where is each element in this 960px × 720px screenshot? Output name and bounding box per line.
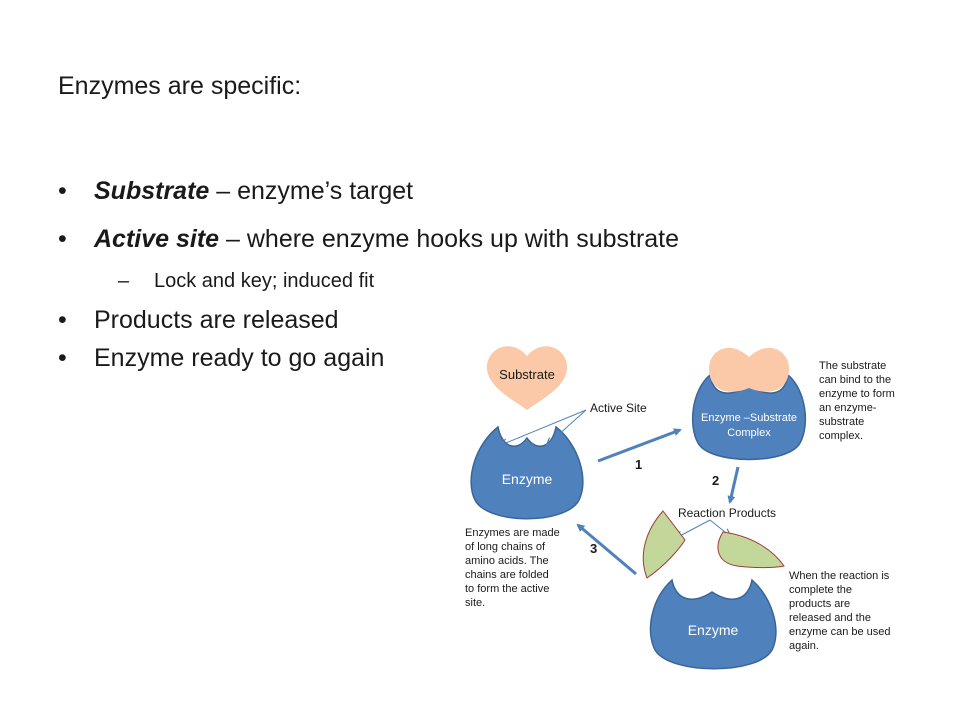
note-complex-line: an enzyme- (819, 402, 877, 414)
product-shape-1 (642, 510, 686, 579)
note-release-line: enzyme can be used (789, 626, 891, 638)
enzyme-label-1: Enzyme (502, 471, 553, 487)
active-site-pointer-1 (501, 409, 587, 445)
bullet-text: – where enzyme hooks up with substrate (219, 225, 680, 253)
bullet-term: Active site (94, 225, 220, 253)
note-release: When the reaction is complete the produc… (789, 570, 891, 652)
bullet-dot: • (58, 306, 67, 334)
complex-label-line1: Enzyme –Substrate (701, 412, 797, 424)
note-enzyme-line: Enzymes are made (465, 527, 560, 539)
bullet-dot: • (58, 225, 67, 253)
step-label-2: 2 (712, 473, 719, 488)
substrate-label: Substrate (499, 367, 555, 382)
bullet-text: – enzyme’s target (209, 177, 414, 205)
product-shape-2 (717, 531, 785, 568)
bullet-text: Products are released (94, 306, 339, 334)
enzyme-shape-1 (470, 425, 584, 520)
step-arrow-2 (727, 466, 740, 504)
enzyme-shape-2 (649, 578, 777, 670)
note-complex-line: The substrate (819, 360, 886, 372)
note-complex: The substrate can bind to the enzyme to … (819, 360, 895, 442)
note-release-line: complete the (789, 584, 852, 596)
reaction-products-label: Reaction Products (678, 506, 776, 520)
note-complex-line: can bind to the (819, 374, 891, 386)
note-enzyme: Enzymes are made of long chains of amino… (465, 527, 560, 609)
step-label-3: 3 (590, 541, 597, 556)
enzyme-cycle-diagram: Substrate Enzyme Active Site 1 Enzyme –S… (465, 346, 895, 670)
active-site-pointer-2 (547, 409, 587, 445)
step-label-1: 1 (635, 457, 642, 472)
step-arrow-1 (597, 428, 682, 463)
bullet-dot: • (58, 344, 67, 372)
bullet-term: Substrate (94, 177, 210, 205)
sub-bullet-dash: – (118, 270, 130, 292)
active-site-label: Active Site (590, 401, 647, 415)
note-enzyme-line: to form the active (465, 583, 549, 595)
step-arrow-3 (576, 523, 637, 576)
complex-label-line2: Complex (727, 427, 771, 439)
bullet-dot: • (58, 177, 67, 205)
note-enzyme-line: site. (465, 597, 485, 609)
substrate-shape (486, 346, 568, 410)
slide-title: Enzymes are specific: (58, 72, 302, 100)
enzyme-label-2: Enzyme (688, 622, 739, 638)
complex-substrate-shape (708, 347, 790, 392)
note-complex-line: substrate (819, 416, 864, 428)
sub-bullet-text: Lock and key; induced fit (154, 270, 375, 292)
note-release-line: again. (789, 640, 819, 652)
note-enzyme-line: chains are folded (465, 569, 549, 581)
note-release-line: released and the (789, 612, 871, 624)
note-enzyme-line: of long chains of (465, 541, 546, 553)
note-complex-line: complex. (819, 430, 863, 442)
note-complex-line: enzyme to form (819, 388, 895, 400)
note-enzyme-line: amino acids. The (465, 555, 549, 567)
bullet-text: Enzyme ready to go again (94, 344, 385, 372)
note-release-line: products are (789, 598, 850, 610)
note-release-line: When the reaction is (789, 570, 890, 582)
